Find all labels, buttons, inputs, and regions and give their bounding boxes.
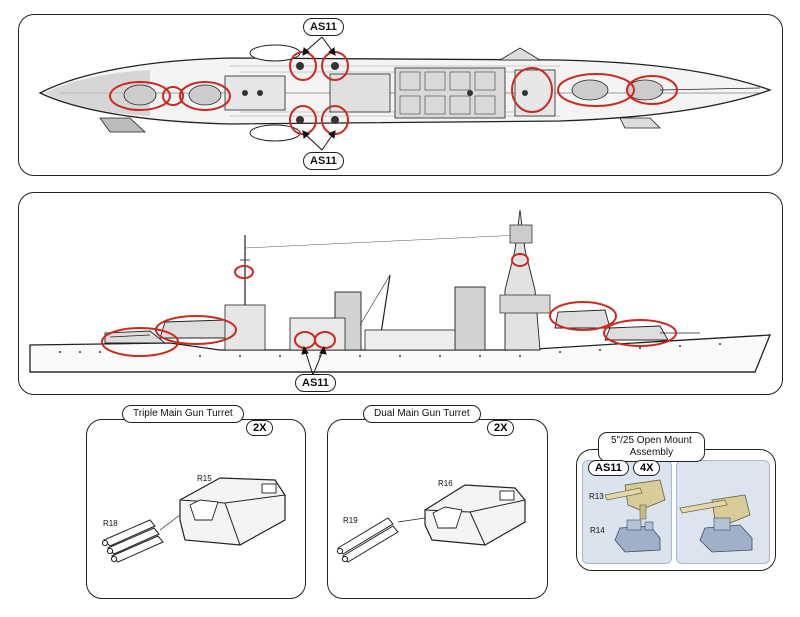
dual-turret-title: Dual Main Gun Turret bbox=[363, 405, 481, 423]
open-mount-gun-part: R13 bbox=[589, 492, 604, 501]
triple-turret-housing-part: R15 bbox=[197, 474, 212, 483]
triple-turret-title: Triple Main Gun Turret bbox=[122, 405, 244, 423]
as11-callout-top-lower: AS11 bbox=[303, 152, 344, 170]
open-mount-title-line1: 5"/25 Open Mount bbox=[611, 435, 692, 446]
open-mount-base-part: R14 bbox=[590, 526, 605, 535]
dual-turret-guns-part: R19 bbox=[343, 516, 358, 525]
open-mount-part-code: AS11 bbox=[588, 460, 629, 476]
open-mount-assembled bbox=[679, 494, 753, 553]
as11-callout-profile: AS11 bbox=[295, 374, 336, 392]
open-mount-base-exploded bbox=[614, 519, 661, 553]
triple-turret-quantity: 2X bbox=[246, 420, 274, 436]
dual-turret-quantity: 2X bbox=[487, 420, 515, 436]
open-mount-title-line2: Assembly bbox=[629, 447, 674, 458]
open-mount-gun-exploded bbox=[604, 479, 666, 520]
triple-turret-guns-part: R18 bbox=[103, 519, 118, 528]
dual-turret-housing-part: R16 bbox=[438, 479, 453, 488]
as11-callout-top-upper: AS11 bbox=[303, 18, 344, 36]
open-mount-quantity: 4X bbox=[633, 460, 661, 476]
